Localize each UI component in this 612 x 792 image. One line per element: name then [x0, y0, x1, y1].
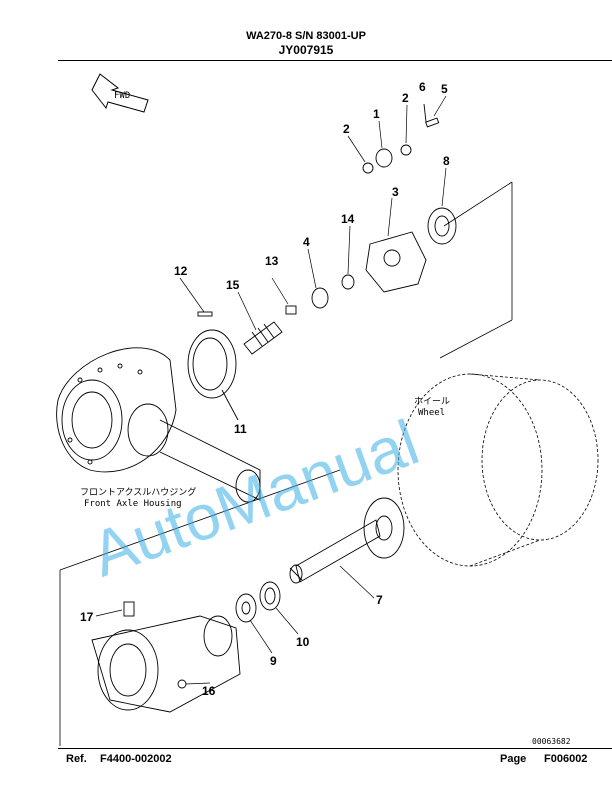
wheel-jp-label: ホイール — [414, 396, 450, 407]
part-number: JY007915 — [278, 43, 334, 57]
front-axle-housing-en-label: Front Axle Housing — [84, 499, 182, 509]
pin-6 — [423, 103, 427, 123]
wheel-en-label: Wheel — [418, 408, 445, 418]
front-axle-housing-jp-label: フロントアクスルハウジング — [80, 486, 196, 498]
footer-divider — [58, 748, 612, 749]
callout-5: 5 — [441, 82, 448, 96]
page-label: Page — [500, 753, 527, 765]
callout-17: 17 — [80, 610, 94, 624]
axle-shaft-7 — [289, 497, 405, 584]
nut-9 — [235, 593, 257, 623]
callout-2a: 2 — [343, 122, 350, 136]
callout-3: 3 — [392, 185, 399, 199]
callout-8: 8 — [443, 154, 450, 168]
model-title: WA270-8 S/N 83001-UP — [246, 30, 366, 42]
bearing-8 — [427, 207, 457, 245]
page-value: F006002 — [544, 753, 588, 765]
callout-10: 10 — [296, 635, 310, 649]
callout-12: 12 — [174, 264, 188, 278]
wheel-outline — [397, 373, 599, 567]
callout-13: 13 — [265, 254, 279, 268]
rear-housing-16 — [91, 601, 241, 713]
thrust-plate-4 — [311, 287, 329, 309]
callout-6: 6 — [419, 80, 426, 94]
planet-gear-1 — [375, 148, 393, 168]
callout-4: 4 — [303, 235, 310, 249]
fwd-arrow-icon: FWD — [91, 73, 149, 113]
callout-numbers: 1 2 2 3 4 5 6 7 8 9 10 11 12 13 14 15 16… — [80, 80, 450, 698]
ref-label: Ref. — [66, 753, 87, 765]
callout-2b: 2 — [402, 91, 409, 105]
callout-15: 15 — [226, 278, 240, 292]
planetary-carrier-3 — [362, 103, 457, 293]
spacer-14 — [341, 274, 355, 290]
drawing-code: 00063682 — [532, 737, 571, 746]
front-axle-housing — [56, 347, 261, 503]
pin-12 — [197, 311, 213, 317]
callout-11: 11 — [234, 422, 247, 436]
ref-value: F4400-002002 — [100, 753, 172, 765]
callout-1: 1 — [373, 107, 380, 121]
washer-2b — [400, 144, 412, 156]
seal-10 — [259, 581, 281, 611]
breather-17 — [123, 601, 135, 617]
callout-14: 14 — [341, 212, 355, 226]
callout-16: 16 — [202, 684, 216, 698]
washer-2a — [362, 162, 374, 174]
ring-gear-11 — [187, 329, 239, 421]
shaft-5 — [425, 117, 440, 128]
header-divider — [58, 60, 612, 61]
fwd-label: FWD — [114, 91, 130, 101]
callout-7: 7 — [376, 593, 383, 607]
leader-lines — [95, 95, 447, 685]
assembly-frame-lines — [59, 181, 513, 746]
callout-9: 9 — [270, 654, 277, 668]
sun-gear-shaft-15 — [197, 274, 355, 355]
bolt-13 — [285, 305, 297, 315]
